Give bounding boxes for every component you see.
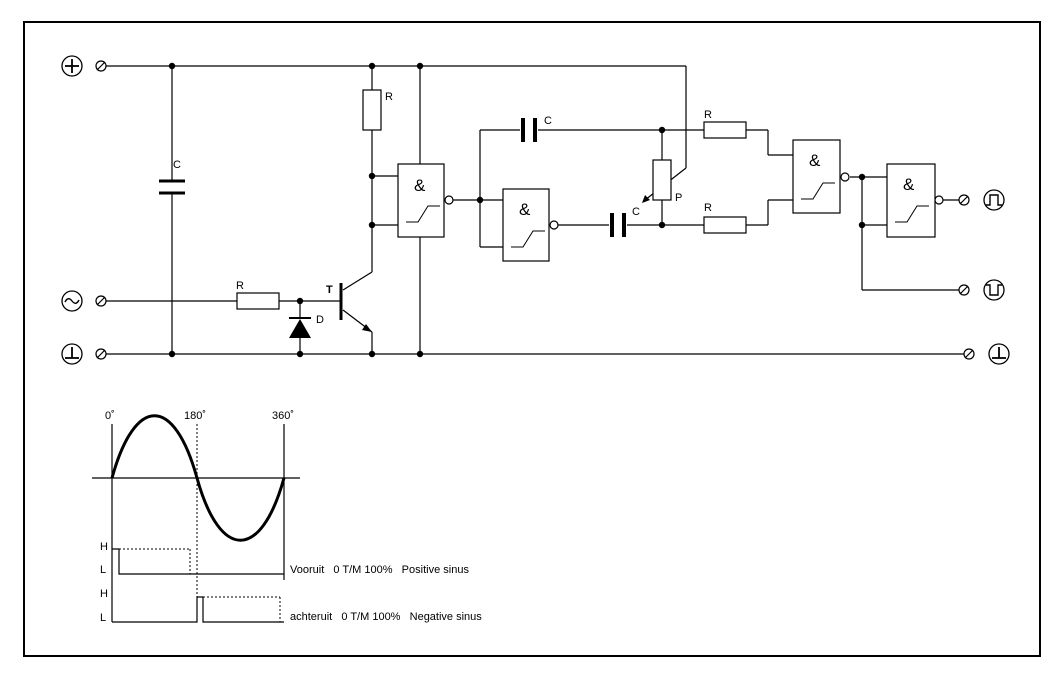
junctions: [168, 62, 866, 358]
potentiometer-p: [652, 159, 672, 201]
terminal-out-2: [958, 284, 970, 296]
resistor-r-pullup-label: R: [385, 91, 393, 103]
level-l-reverse: L: [100, 612, 106, 624]
capacitor-c2: [521, 118, 537, 142]
outer-frame: [23, 21, 1041, 657]
waveform-angle-360: 360˚: [272, 410, 294, 422]
terminal-ground-right: [963, 348, 975, 360]
nand-gate-4: [886, 163, 944, 238]
ac-input-icon: [61, 290, 83, 312]
nand-gate-2: [502, 188, 559, 262]
level-h-reverse: H: [100, 588, 108, 600]
level-l-forward: L: [100, 564, 106, 576]
wires: [106, 65, 964, 355]
nand-gate-2-symbol: &: [519, 200, 531, 219]
nand-gate-3: [792, 139, 850, 214]
transistor-t: [339, 283, 373, 333]
terminal-plus: [95, 60, 107, 72]
capacitor-c3: [610, 213, 626, 237]
resistor-r-pullup: [362, 89, 382, 131]
nand-gate-4-symbol: &: [903, 175, 915, 194]
resistor-r-upper: [703, 121, 747, 139]
capacitor-c1: [159, 179, 185, 195]
potentiometer-p-label: P: [675, 192, 682, 204]
capacitor-c1-label: C: [173, 159, 181, 171]
inverted-wave-output-icon: [983, 279, 1005, 301]
diode-d-label: D: [316, 314, 324, 326]
nand-gate-1-symbol: &: [414, 176, 426, 195]
diode-d: [289, 317, 311, 338]
waveform-angle-180: 180˚: [184, 410, 206, 422]
nand-gate-3-symbol: &: [809, 151, 821, 170]
level-h-forward: H: [100, 541, 108, 553]
ground-terminal-right-icon: [988, 343, 1010, 365]
resistor-r-upper-label: R: [704, 109, 712, 121]
capacitor-c2-label: C: [544, 115, 552, 127]
terminal-ground-left: [95, 348, 107, 360]
sine-wave: [110, 414, 286, 542]
resistor-r-lower: [703, 216, 747, 234]
square-wave-output-icon: [983, 189, 1005, 211]
waveform-diagram: [92, 414, 300, 623]
capacitor-c3-label: C: [632, 206, 640, 218]
resistor-r-lower-label: R: [704, 202, 712, 214]
waveform-angle-0: 0˚: [105, 410, 115, 422]
plus-terminal-icon: [61, 55, 83, 77]
terminal-out-1: [958, 194, 970, 206]
transistor-t-label: T: [326, 284, 333, 296]
reverse-label: achteruit 0 T/M 100% Negative sinus: [290, 611, 482, 623]
nand-gate-1: [397, 163, 454, 238]
forward-label: Vooruit 0 T/M 100% Positive sinus: [290, 564, 469, 576]
ground-terminal-icon: [61, 343, 83, 365]
resistor-r-input-label: R: [236, 280, 244, 292]
resistor-r-input: [236, 292, 280, 310]
terminal-ac: [95, 295, 107, 307]
